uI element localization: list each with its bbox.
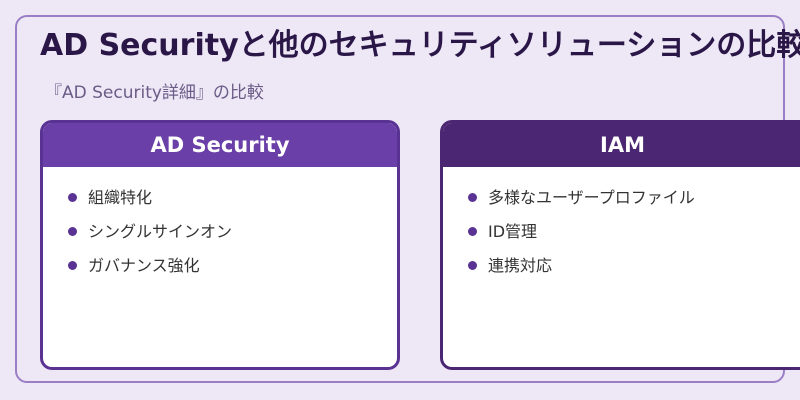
page-subtitle: 『AD Security詳細』の比較 <box>45 83 264 103</box>
bullet-icon <box>468 193 477 202</box>
bullet-icon <box>468 227 477 236</box>
bullet-icon <box>68 193 77 202</box>
card-header: IAM <box>443 123 800 167</box>
feature-list: 多様なユーザープロファイル ID管理 連携対応 <box>443 167 800 287</box>
list-item: シングルサインオン <box>68 219 397 253</box>
comparison-card-iam: IAM 多様なユーザープロファイル ID管理 連携対応 <box>440 120 800 370</box>
list-item: 多様なユーザープロファイル <box>468 185 800 219</box>
page-title: AD Securityと他のセキュリティソリューションの比較 <box>40 28 800 63</box>
list-item-label: 組織特化 <box>88 188 153 207</box>
feature-list: 組織特化 シングルサインオン ガバナンス強化 <box>43 167 397 287</box>
list-item-label: ID管理 <box>488 222 538 241</box>
comparison-card-ad-security: AD Security 組織特化 シングルサインオン ガバナンス強化 <box>40 120 400 370</box>
list-item-label: 連携対応 <box>488 256 553 275</box>
list-item: 組織特化 <box>68 185 397 219</box>
list-item-label: ガバナンス強化 <box>88 256 200 275</box>
list-item: 連携対応 <box>468 253 800 287</box>
card-header: AD Security <box>43 123 397 167</box>
list-item-label: 多様なユーザープロファイル <box>488 188 695 207</box>
list-item: ガバナンス強化 <box>68 253 397 287</box>
bullet-icon <box>68 261 77 270</box>
list-item: ID管理 <box>468 219 800 253</box>
list-item-label: シングルサインオン <box>88 222 233 241</box>
bullet-icon <box>468 261 477 270</box>
bullet-icon <box>68 227 77 236</box>
